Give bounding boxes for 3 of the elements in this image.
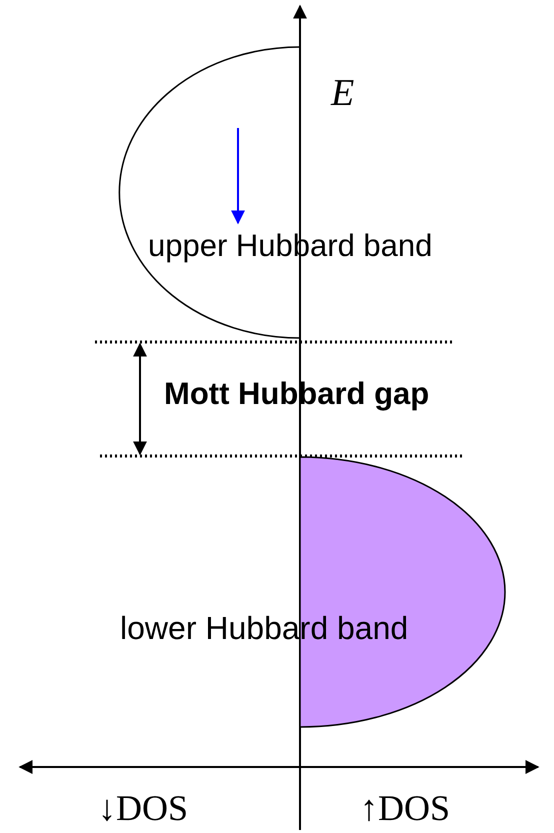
axis-label: E [331, 74, 354, 112]
axis-label: ↓DOS [98, 790, 188, 826]
axis-label: ↑DOS [360, 790, 450, 826]
